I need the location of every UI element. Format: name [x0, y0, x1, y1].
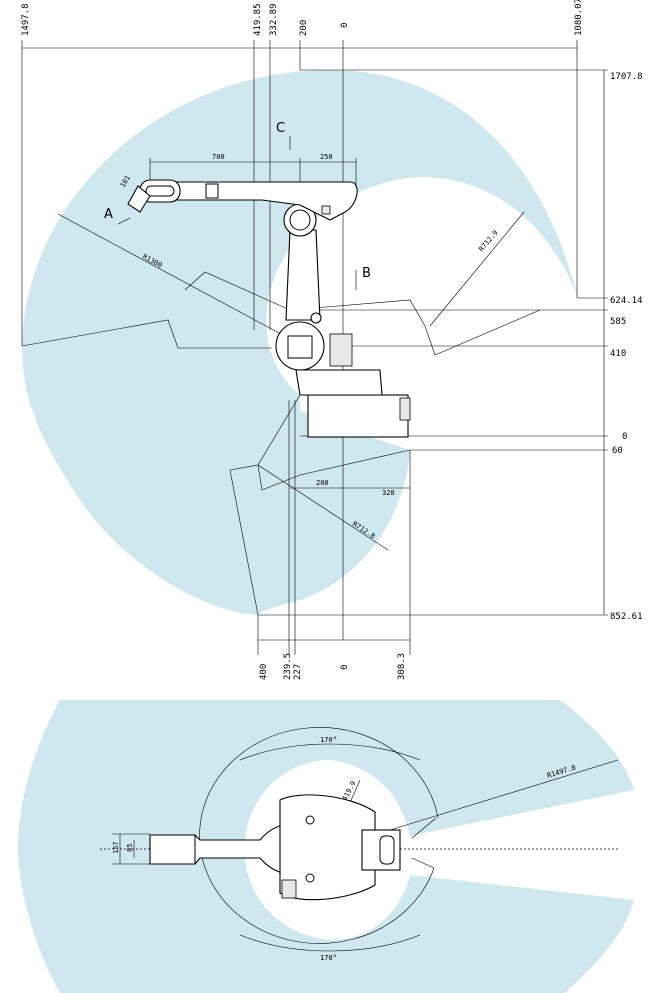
dim-852-61: 852.61	[610, 612, 643, 622]
dim-308-3: 308.3	[397, 653, 407, 680]
top-bolt-2	[305, 873, 315, 883]
leader-r712-9	[429, 211, 525, 327]
dim-239-5: 239.5	[283, 653, 293, 680]
dim-332-89: 332.89	[269, 3, 279, 36]
top-reach-circle	[199, 727, 439, 944]
top-reach-end-2	[411, 857, 435, 869]
lower-arm-pin	[310, 312, 322, 324]
label-c: C	[276, 121, 285, 136]
upper-arm	[174, 181, 358, 221]
dim-1497-8: 1497.8	[21, 3, 31, 36]
top-bolt-1	[305, 815, 315, 825]
dim-1707-8: 1707.8	[610, 72, 643, 82]
upper-arm-connector	[321, 205, 331, 215]
angle-upper: 170°	[320, 736, 337, 744]
dim-85: 85	[126, 844, 134, 852]
label-a: A	[104, 207, 113, 222]
tool-flange	[127, 185, 151, 213]
dim-1080-07: 1080.07	[574, 0, 584, 36]
dim-200-lower: 200	[316, 479, 329, 487]
top-reach-end-1	[411, 817, 437, 839]
dim-419-85: 419.85	[253, 3, 263, 36]
dim-157: 157	[112, 841, 120, 854]
wrist-inner	[145, 185, 175, 197]
dim-227: 227	[293, 664, 303, 680]
leader-r1300	[57, 213, 293, 341]
top-wrist	[149, 834, 196, 865]
shoulder-motor	[287, 335, 313, 359]
top-angle-arc-upper	[239, 743, 421, 761]
top-workspace-envelope	[18, 700, 634, 993]
dim-320: 320	[382, 489, 395, 497]
side-lower-reach-line	[229, 449, 411, 491]
leader-r1497	[389, 759, 619, 831]
lower-arm	[285, 229, 321, 321]
upper-arm-label-plate	[205, 183, 219, 199]
dim-0-top: 0	[340, 23, 350, 28]
side-inner-reach-line-2	[184, 271, 541, 356]
shoulder-joint	[275, 321, 325, 371]
side-lower-reach-line-2	[229, 469, 259, 616]
dim-0-right: 0	[622, 432, 627, 442]
side-workspace-envelope	[22, 70, 578, 615]
elbow-inner	[289, 209, 311, 231]
dim-250: 250	[320, 153, 333, 161]
label-b: B	[362, 266, 371, 281]
dim-200: 200	[299, 20, 309, 36]
dim-400: 400	[259, 664, 269, 680]
angle-lower: 170°	[320, 954, 337, 962]
robot-turret	[295, 369, 383, 396]
leader-r712-8	[257, 464, 389, 551]
shoulder-cable-block	[329, 333, 353, 367]
side-inner-reach-line	[21, 319, 272, 349]
dim-60: 60	[612, 446, 623, 456]
dim-700: 700	[212, 153, 225, 161]
top-base-connector	[379, 835, 395, 865]
top-cable-block	[281, 879, 297, 899]
top-angle-arc-lower	[239, 934, 421, 952]
top-turret	[279, 794, 376, 901]
dim-624-14: 624.14	[610, 296, 643, 306]
dim-410: 410	[610, 349, 626, 359]
label-a-arrow	[117, 217, 131, 225]
dim-r712-9: R712.9	[477, 229, 499, 254]
dim-585: 585	[610, 317, 626, 327]
side-lower-reach-line-3	[257, 394, 301, 466]
robot-base	[307, 394, 409, 438]
dim-0-bottom: 0	[340, 665, 350, 670]
base-connector	[399, 397, 411, 421]
